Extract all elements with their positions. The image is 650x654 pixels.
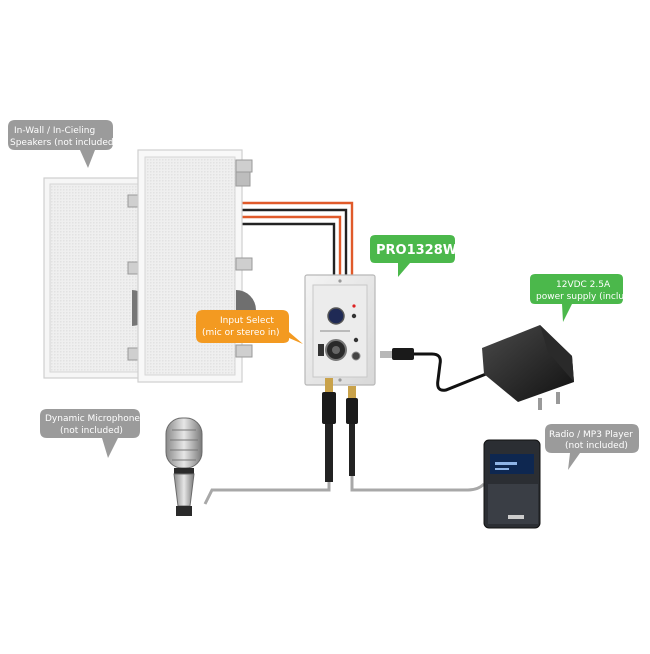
callout-power-bubble (530, 274, 623, 322)
speaker-front (137, 149, 256, 383)
callout-microphone-line2: (not included) (60, 426, 123, 436)
radio-mp3-player (483, 439, 541, 529)
callout-model-bubble (370, 235, 455, 277)
callout-power: 12VDC 2.5A power supply (included) (530, 274, 645, 322)
wall-plate-pro1328wp (304, 274, 376, 386)
callout-microphone-line1: Dynamic Microphone (45, 414, 140, 424)
callout-player-bubble (545, 424, 639, 470)
callout-model: PRO1328WP (370, 235, 467, 277)
callout-input-bubble (196, 310, 303, 344)
dynamic-microphone (165, 417, 203, 516)
callout-player: Radio / MP3 Player (not included) (545, 424, 639, 470)
callout-power-line2: power supply (included) (536, 292, 645, 302)
callout-speakers-line1: In-Wall / In-Cieling (14, 126, 95, 136)
callout-input: Input Select (mic or stereo in) (196, 310, 303, 344)
speaker-wires (236, 201, 354, 275)
callout-input-line2: (mic or stereo in) (202, 328, 280, 338)
callout-power-line1: 12VDC 2.5A (556, 280, 611, 290)
callout-speakers-line2: Speakers (not included) (10, 138, 117, 148)
model-label: PRO1328WP (376, 243, 467, 258)
power-cable (380, 348, 487, 392)
speaker-rear (43, 177, 150, 379)
callout-player-line1: Radio / MP3 Player (549, 430, 633, 440)
callout-speakers-bubble (8, 120, 113, 168)
player-cable (346, 386, 486, 492)
callout-input-line1: Input Select (220, 316, 274, 326)
callout-microphone-bubble (40, 409, 140, 458)
callout-microphone: Dynamic Microphone (not included) (40, 409, 140, 458)
callout-player-line2: (not included) (565, 441, 628, 451)
power-adapter (482, 325, 574, 410)
mic-cable (203, 378, 336, 505)
callout-speakers: In-Wall / In-Cieling Speakers (not inclu… (8, 120, 117, 168)
